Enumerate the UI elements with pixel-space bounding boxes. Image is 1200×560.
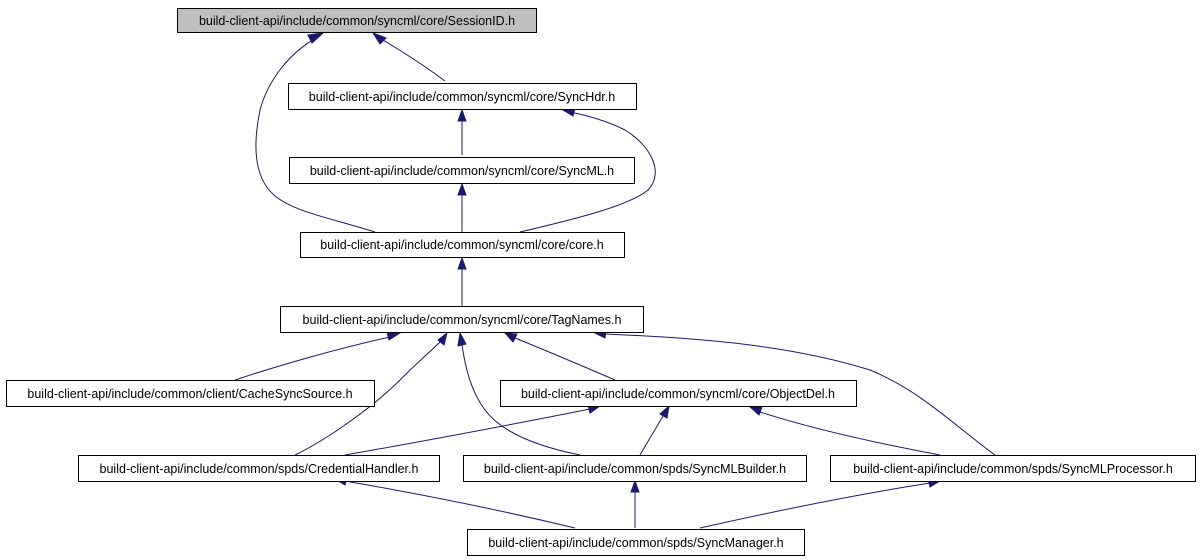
edge-syncmlbuilder-to-objectdel: [639, 404, 670, 456]
node-objectdel[interactable]: build-client-api/include/common/syncml/c…: [500, 380, 857, 407]
edge-syncmanager-to-credentialhandler: [333, 476, 576, 529]
node-objectdel-label: build-client-api/include/common/syncml/c…: [521, 387, 835, 401]
node-syncml[interactable]: build-client-api/include/common/syncml/c…: [289, 157, 635, 184]
node-synchdr-label: build-client-api/include/common/syncml/c…: [309, 90, 615, 104]
node-core[interactable]: build-client-api/include/common/syncml/c…: [300, 232, 625, 258]
edge-core-to-sessionid: [255, 32, 376, 233]
node-syncmlprocessor[interactable]: build-client-api/include/common/spds/Syn…: [830, 455, 1196, 482]
node-credentialhandler[interactable]: build-client-api/include/common/spds/Cre…: [78, 455, 440, 482]
node-syncmlbuilder-label: build-client-api/include/common/spds/Syn…: [484, 462, 786, 476]
edge-cachesyncsource-to-tagnames: [234, 331, 402, 381]
node-syncmlbuilder[interactable]: build-client-api/include/common/spds/Syn…: [463, 455, 807, 482]
node-cachesyncsource-label: build-client-api/include/common/client/C…: [27, 387, 352, 401]
node-syncml-label: build-client-api/include/common/syncml/c…: [310, 164, 614, 178]
edge-objectdel-to-tagnames: [503, 332, 616, 381]
edge-credentialhandler-to-tagnames: [294, 331, 448, 456]
node-syncmanager-label: build-client-api/include/common/spds/Syn…: [488, 536, 783, 550]
node-credentialhandler-label: build-client-api/include/common/spds/Cre…: [100, 462, 419, 476]
edge-credentialhandler-to-objectdel: [344, 404, 602, 456]
node-cachesyncsource[interactable]: build-client-api/include/common/client/C…: [6, 380, 375, 407]
edge-syncmlprocessor-to-objectdel: [748, 406, 941, 456]
node-tagnames-label: build-client-api/include/common/syncml/c…: [303, 313, 622, 327]
edge-syncmanager-to-syncmlbuilder: [630, 479, 640, 528]
node-tagnames[interactable]: build-client-api/include/common/syncml/c…: [280, 306, 644, 333]
edge-syncmlbuilder-to-tagnames: [457, 331, 581, 456]
node-syncmlprocessor-label: build-client-api/include/common/spds/Syn…: [853, 462, 1173, 476]
edge-syncml-to-synchdr: [457, 108, 467, 155]
node-sessionid-label: build-client-api/include/common/syncml/c…: [199, 14, 515, 28]
edge-syncmanager-to-syncmlprocessor: [699, 478, 942, 529]
edge-core-to-syncml: [457, 182, 467, 232]
node-sessionid[interactable]: build-client-api/include/common/syncml/c…: [177, 8, 537, 33]
node-core-label: build-client-api/include/common/syncml/c…: [320, 238, 604, 252]
node-synchdr[interactable]: build-client-api/include/common/syncml/c…: [288, 83, 637, 110]
node-syncmanager[interactable]: build-client-api/include/common/spds/Syn…: [467, 529, 805, 556]
edge-synchdr-to-sessionid: [371, 31, 446, 82]
edge-tagnames-to-core: [457, 256, 467, 306]
